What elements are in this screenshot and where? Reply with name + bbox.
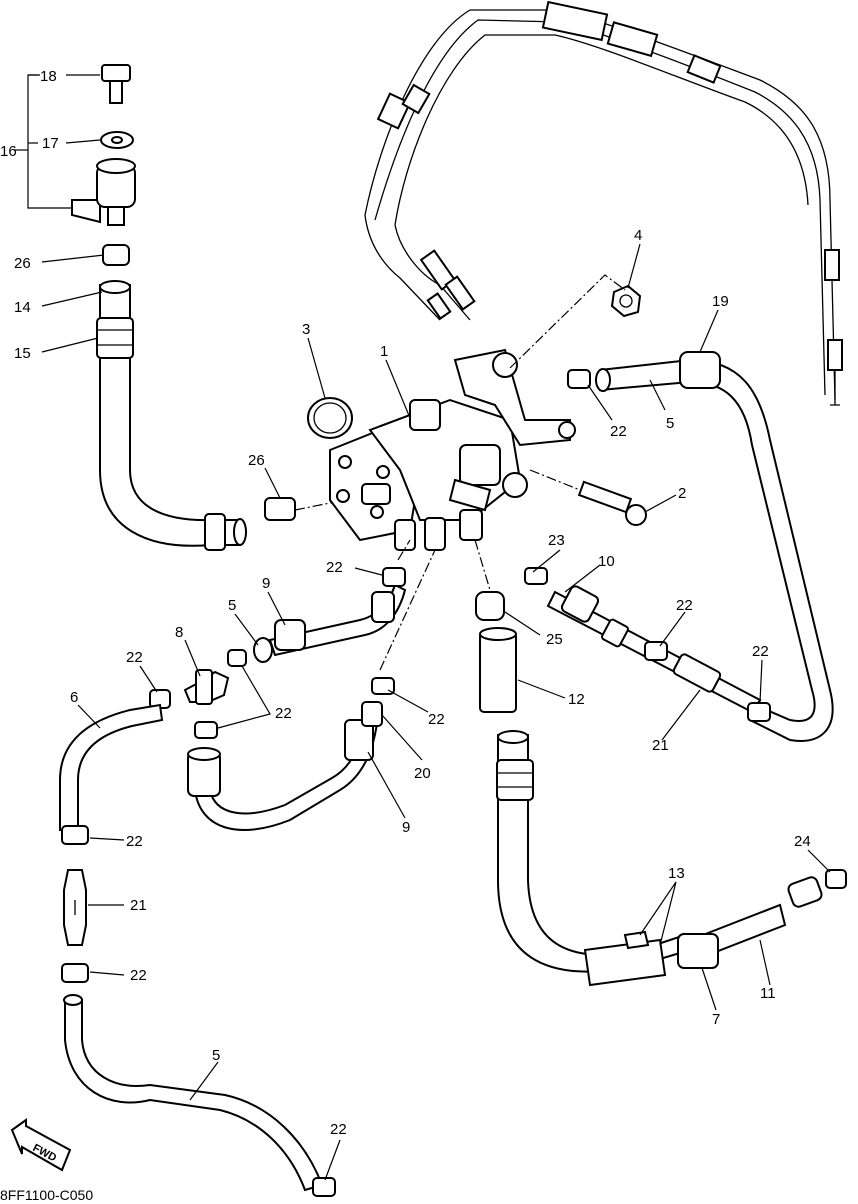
callout-14: 14 [14, 299, 31, 316]
callout-24: 24 [794, 833, 811, 850]
callout-22i: 22 [130, 967, 147, 984]
bolt-2 [529, 469, 647, 526]
callout-16: 16 [0, 143, 17, 160]
damper-mount-assembly [14, 64, 136, 266]
callout-7: 7 [712, 1011, 720, 1028]
callout-22j: 22 [330, 1121, 347, 1138]
callout-8: 8 [175, 624, 183, 641]
callout-9b: 9 [402, 819, 410, 836]
callout-17: 17 [42, 135, 59, 152]
callout-22e: 22 [428, 711, 445, 728]
callout-22h: 22 [126, 833, 143, 850]
carburetor-body [307, 348, 576, 551]
callout-1: 1 [380, 343, 388, 360]
hose-right [567, 351, 834, 742]
callout-18: 18 [40, 68, 57, 85]
callout-labels: 18 17 16 26 14 15 3 1 4 19 22 5 2 26 22 … [0, 68, 811, 1138]
callout-4: 4 [634, 227, 642, 244]
leader-lines [41, 74, 831, 1181]
callout-15: 15 [14, 345, 31, 362]
callout-22f: 22 [676, 597, 693, 614]
throttle-cables [364, 0, 843, 406]
callout-5b: 5 [228, 597, 236, 614]
hose-left [96, 280, 346, 551]
callout-21b: 21 [130, 897, 147, 914]
callout-26b: 26 [248, 452, 265, 469]
callout-13: 13 [668, 865, 685, 882]
fwd-arrow-icon: FWD [10, 1118, 72, 1172]
nut-4 [509, 274, 642, 369]
center-hose-12 [474, 539, 517, 713]
pipe-10-assembly [524, 567, 771, 722]
callout-5a: 5 [666, 415, 674, 432]
callout-11: 11 [760, 985, 776, 1002]
hose-9-upper [253, 539, 411, 663]
callout-12: 12 [568, 691, 585, 708]
callout-21a: 21 [652, 737, 669, 754]
callout-25: 25 [546, 631, 563, 648]
callout-22d: 22 [275, 705, 292, 722]
callout-19: 19 [712, 293, 729, 310]
callout-6: 6 [70, 689, 78, 706]
callout-20: 20 [414, 765, 431, 782]
callout-2: 2 [678, 485, 686, 502]
callout-22a: 22 [610, 423, 627, 440]
callout-22c: 22 [126, 649, 143, 666]
hose-9-lower [187, 549, 436, 831]
callout-26a: 26 [14, 255, 31, 272]
callout-22g: 22 [752, 643, 769, 660]
callout-22b: 22 [326, 559, 343, 576]
hose-13-lower [496, 730, 847, 987]
callout-3: 3 [302, 321, 310, 338]
callout-5c: 5 [212, 1047, 220, 1064]
callout-10: 10 [598, 553, 615, 570]
callout-9a: 9 [262, 575, 270, 592]
drawing-code: 8FF1100-C050 [0, 1187, 93, 1203]
callout-23: 23 [548, 532, 565, 549]
